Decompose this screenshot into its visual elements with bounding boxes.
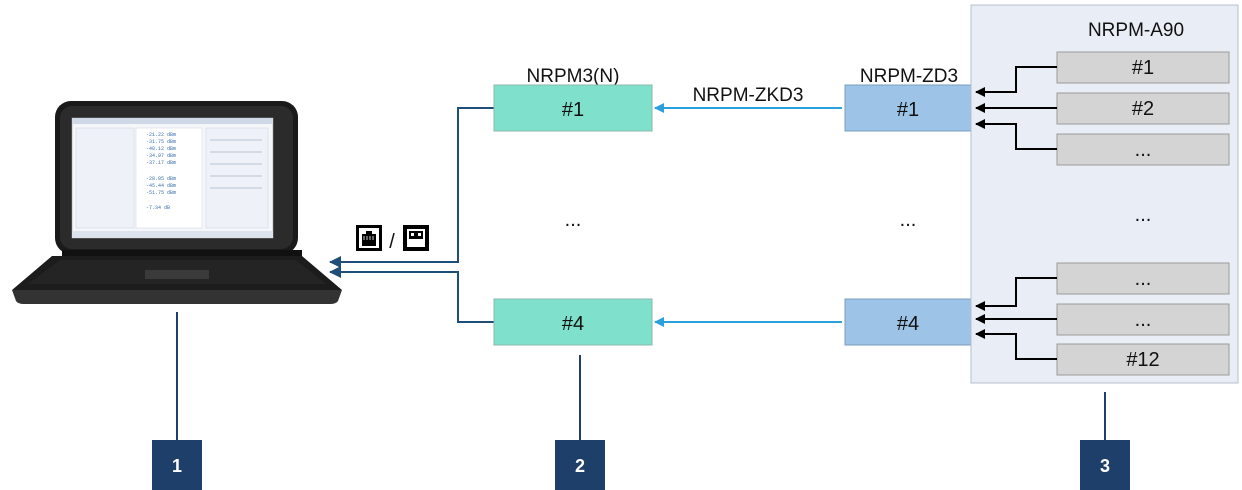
badge-2: 2 <box>555 355 605 490</box>
sensor-bottom: #4 <box>493 298 653 346</box>
svg-text:-45.44 dBm: -45.44 dBm <box>146 183 176 189</box>
sensor-top: #1 <box>493 84 653 132</box>
antenna-ellipsis: ... <box>1135 204 1152 226</box>
svg-text:-21.22 dBm: -21.22 dBm <box>146 132 176 138</box>
antenna-label: #12 <box>1126 349 1159 371</box>
screen-readings: -21.22 dBm -31.75 dBm -40.12 dBm -34.97 … <box>146 132 176 211</box>
badge-2-label: 2 <box>575 456 585 476</box>
svg-text:-40.12 dBm: -40.12 dBm <box>146 146 176 152</box>
svg-text:-34.97 dBm: -34.97 dBm <box>146 153 176 159</box>
connector-separator: / <box>389 231 395 253</box>
antenna-label: #2 <box>1132 98 1154 120</box>
interface-group-title: NRPM-ZD3 <box>860 66 958 87</box>
badge-3: 3 <box>1080 392 1130 490</box>
sensor-ellipsis: ... <box>565 209 582 231</box>
badge-3-label: 3 <box>1100 456 1110 476</box>
sensor-to-laptop-links <box>329 107 494 323</box>
sensor-top-label: #1 <box>562 99 584 121</box>
antenna-label: ... <box>1135 139 1152 161</box>
antenna-group-title: NRPM-A90 <box>1088 20 1184 41</box>
sensor-group-title: NRPM3(N) <box>527 66 620 87</box>
antenna-label: #1 <box>1132 57 1154 79</box>
interface-bottom-label: #4 <box>897 313 919 335</box>
badge-1: 1 <box>152 312 202 490</box>
usb-port-icon <box>403 225 429 251</box>
antenna-links-bottom <box>975 277 1057 360</box>
interface-ellipsis: ... <box>900 209 917 231</box>
antenna-label: ... <box>1135 309 1152 331</box>
antenna-label: ... <box>1135 268 1152 290</box>
antenna-links-top <box>975 66 1057 150</box>
svg-text:-51.75 dBm: -51.75 dBm <box>146 190 176 196</box>
antenna-1: #1 <box>1056 51 1230 84</box>
interface-top: #1 <box>844 84 972 132</box>
ethernet-port-icon <box>356 225 382 251</box>
laptop-icon: -21.22 dBm -31.75 dBm -40.12 dBm -34.97 … <box>12 101 342 304</box>
badge-1-label: 1 <box>172 456 182 476</box>
sensor-bottom-label: #4 <box>562 313 584 335</box>
svg-text:-28.05 dBm: -28.05 dBm <box>146 176 176 182</box>
interface-bottom: #4 <box>844 298 972 346</box>
svg-text:-37.17 dBm: -37.17 dBm <box>146 160 176 166</box>
antenna-3: ... <box>1056 133 1230 166</box>
svg-text:-31.75 dBm: -31.75 dBm <box>146 139 176 145</box>
interface-top-label: #1 <box>897 99 919 121</box>
cable-label: NRPM-ZKD3 <box>693 85 804 106</box>
antenna-10: ... <box>1056 262 1230 295</box>
antenna-11: ... <box>1056 303 1230 336</box>
antenna-12: #12 <box>1056 343 1230 376</box>
antenna-2: #2 <box>1056 92 1230 125</box>
svg-text:-7.34 dB: -7.34 dB <box>146 205 170 211</box>
